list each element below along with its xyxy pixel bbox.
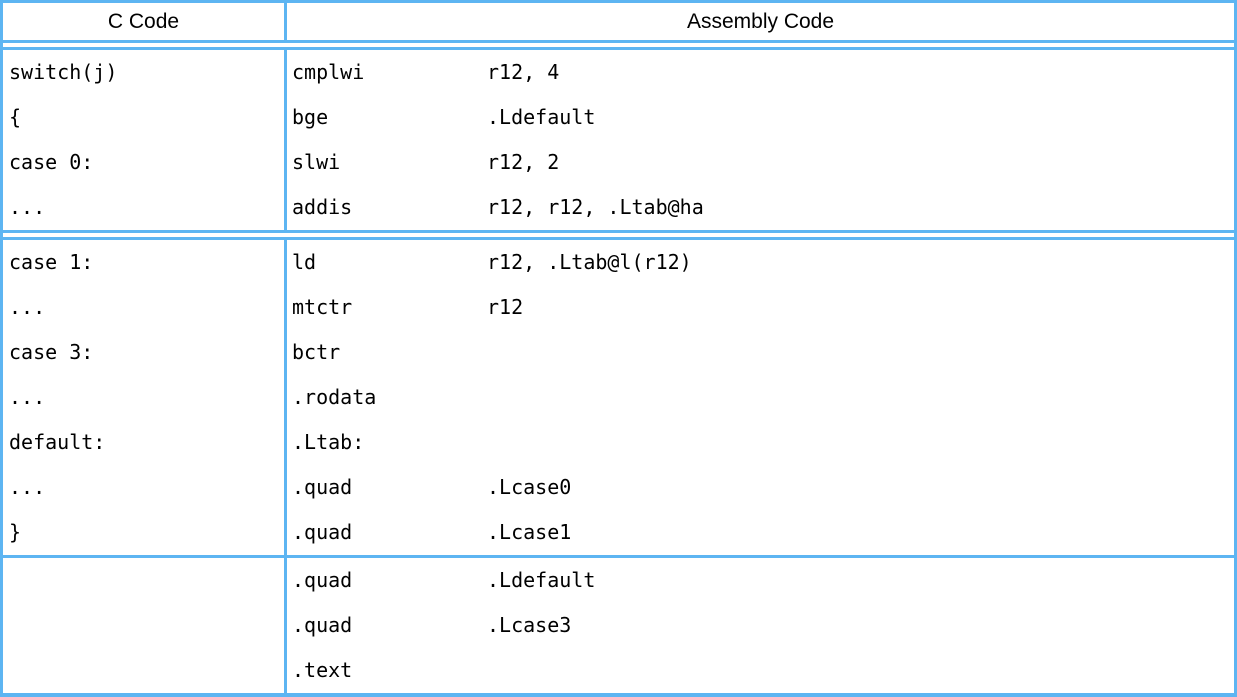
table-header-row: C Code Assembly Code bbox=[3, 3, 1234, 50]
asm-mnemonic: .quad bbox=[292, 568, 353, 592]
asm-line: .quad .Lcase1 bbox=[292, 510, 1234, 555]
asm-mnemonic: bctr bbox=[292, 340, 341, 364]
table-section-1: switch(j) { case 0:... cmplwi r12, 4 bge .Ldef… bbox=[3, 50, 1234, 240]
column-header-assembly-code: Assembly Code bbox=[686, 10, 835, 33]
c-code-cell: case 1:... case 3:... default:...} bbox=[3, 240, 287, 555]
c-code-line bbox=[9, 648, 284, 693]
asm-line: mtctr r12 bbox=[292, 285, 1234, 330]
c-code-line bbox=[9, 603, 284, 648]
c-code-cell: switch(j) { case 0:... bbox=[3, 50, 287, 230]
asm-operands: .Lcase0 bbox=[487, 475, 572, 499]
asm-operands: .Ldefault bbox=[487, 568, 596, 592]
asm-mnemonic: .rodata bbox=[292, 385, 377, 409]
c-code-line: ... bbox=[9, 385, 46, 409]
asm-line: .quad .Lcase3 bbox=[292, 603, 1234, 648]
c-code-line bbox=[9, 558, 284, 603]
c-code-line: case 3: bbox=[9, 340, 94, 364]
asm-mnemonic: cmplwi bbox=[292, 60, 365, 84]
asm-line: bge .Ldefault bbox=[292, 95, 1234, 140]
asm-mnemonic: ld bbox=[292, 250, 317, 274]
asm-operands: r12 bbox=[487, 295, 524, 319]
c-code-line: ... bbox=[9, 475, 46, 499]
c-code-line: case 0: bbox=[9, 150, 94, 174]
asm-operands: .Ldefault bbox=[487, 105, 596, 129]
table-section-3: .quad .Ldefault .quad .Lcase3 .text bbox=[3, 558, 1234, 693]
asm-mnemonic: .Ltab: bbox=[292, 430, 365, 454]
table-body: switch(j) { case 0:... cmplwi r12, 4 bge .Ldef… bbox=[3, 50, 1234, 693]
asm-operands: .Lcase3 bbox=[487, 613, 572, 637]
assembly-cell: ld r12, .Ltab@l(r12) mtctr r12 bctr .rodata .L… bbox=[287, 240, 1234, 555]
asm-mnemonic: .text bbox=[292, 658, 353, 682]
asm-mnemonic: slwi bbox=[292, 150, 341, 174]
asm-operands: r12, r12, .Ltab@ha bbox=[487, 195, 704, 219]
c-code-line: ... bbox=[9, 295, 46, 319]
asm-mnemonic: bge bbox=[292, 105, 329, 129]
c-code-line: switch(j) bbox=[9, 60, 118, 84]
c-code-line: { bbox=[9, 105, 22, 129]
asm-line: .text bbox=[292, 648, 1234, 693]
assembly-cell: .quad .Ldefault .quad .Lcase3 .text bbox=[287, 558, 1234, 693]
asm-line: cmplwi r12, 4 bbox=[292, 50, 1234, 95]
asm-mnemonic: .quad bbox=[292, 520, 353, 544]
asm-mnemonic: .quad bbox=[292, 475, 353, 499]
column-header-c-code: C Code bbox=[3, 3, 287, 40]
asm-line: ld r12, .Ltab@l(r12) bbox=[292, 240, 1234, 285]
assembly-cell: cmplwi r12, 4 bge .Ldefault slwi r12, 2 addis r… bbox=[287, 50, 1234, 230]
asm-line: bctr bbox=[292, 330, 1234, 375]
asm-operands: .Lcase1 bbox=[487, 520, 572, 544]
c-code-line: default: bbox=[9, 430, 106, 454]
c-code-line: } bbox=[9, 520, 22, 544]
asm-line: addis r12, r12, .Ltab@ha bbox=[292, 185, 1234, 230]
asm-mnemonic: mtctr bbox=[292, 295, 353, 319]
asm-line: .Ltab: bbox=[292, 420, 1234, 465]
asm-operands: r12, 2 bbox=[487, 150, 560, 174]
asm-line: .quad .Ldefault bbox=[292, 558, 1234, 603]
c-code-line: ... bbox=[9, 195, 46, 219]
asm-line: .quad .Lcase0 bbox=[292, 465, 1234, 510]
c-code-cell bbox=[3, 558, 287, 693]
asm-mnemonic: addis bbox=[292, 195, 353, 219]
c-code-line: case 1: bbox=[9, 250, 94, 274]
asm-line: slwi r12, 2 bbox=[292, 140, 1234, 185]
asm-operands: r12, 4 bbox=[487, 60, 560, 84]
table-section-2: case 1:... case 3:... default:...} ld r12, .… bbox=[3, 240, 1234, 558]
asm-mnemonic: .quad bbox=[292, 613, 353, 637]
asm-operands: r12, .Ltab@l(r12) bbox=[487, 250, 692, 274]
asm-line: .rodata bbox=[292, 375, 1234, 420]
